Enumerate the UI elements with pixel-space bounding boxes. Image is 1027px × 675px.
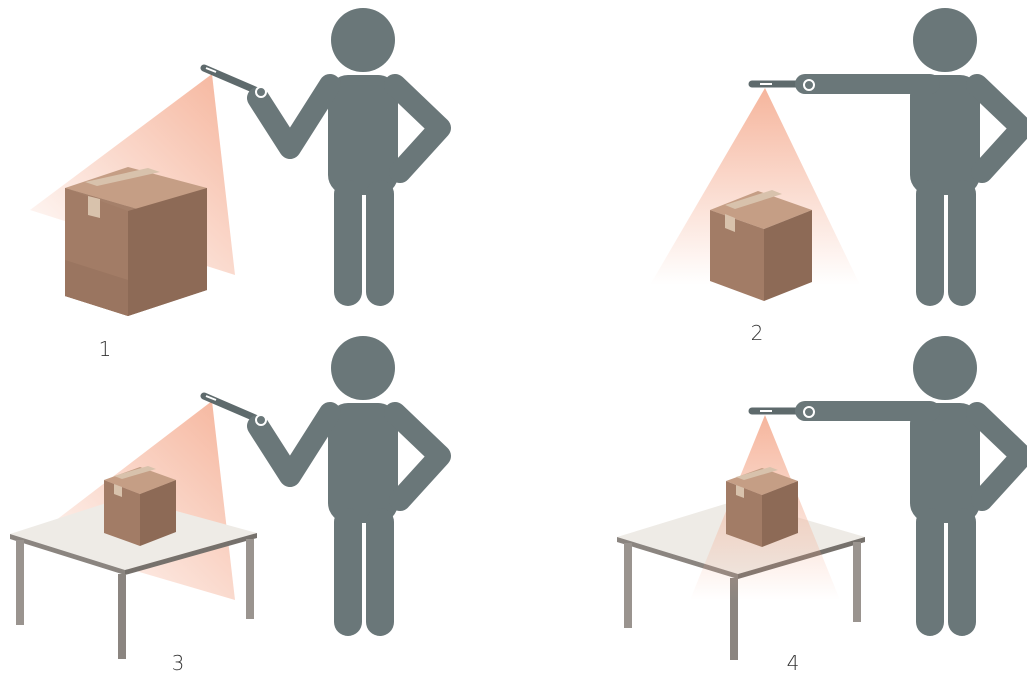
step-label-2: 2 <box>751 321 764 345</box>
cardboard-box-icon <box>65 167 207 316</box>
cardboard-box-icon <box>726 467 798 547</box>
panel-4: 4 <box>617 336 1022 675</box>
step-label-3: 3 <box>172 651 185 675</box>
panel-1: 1 <box>30 8 440 361</box>
panel-3: 3 <box>10 336 440 675</box>
cardboard-box-icon <box>710 190 812 301</box>
cardboard-box-icon <box>104 466 176 546</box>
person-icon <box>258 8 440 306</box>
person-icon <box>805 336 1022 636</box>
panel-2: 2 <box>650 8 1022 345</box>
person-icon <box>258 336 440 636</box>
step-label-4: 4 <box>787 651 800 675</box>
step-label-1: 1 <box>99 337 112 361</box>
